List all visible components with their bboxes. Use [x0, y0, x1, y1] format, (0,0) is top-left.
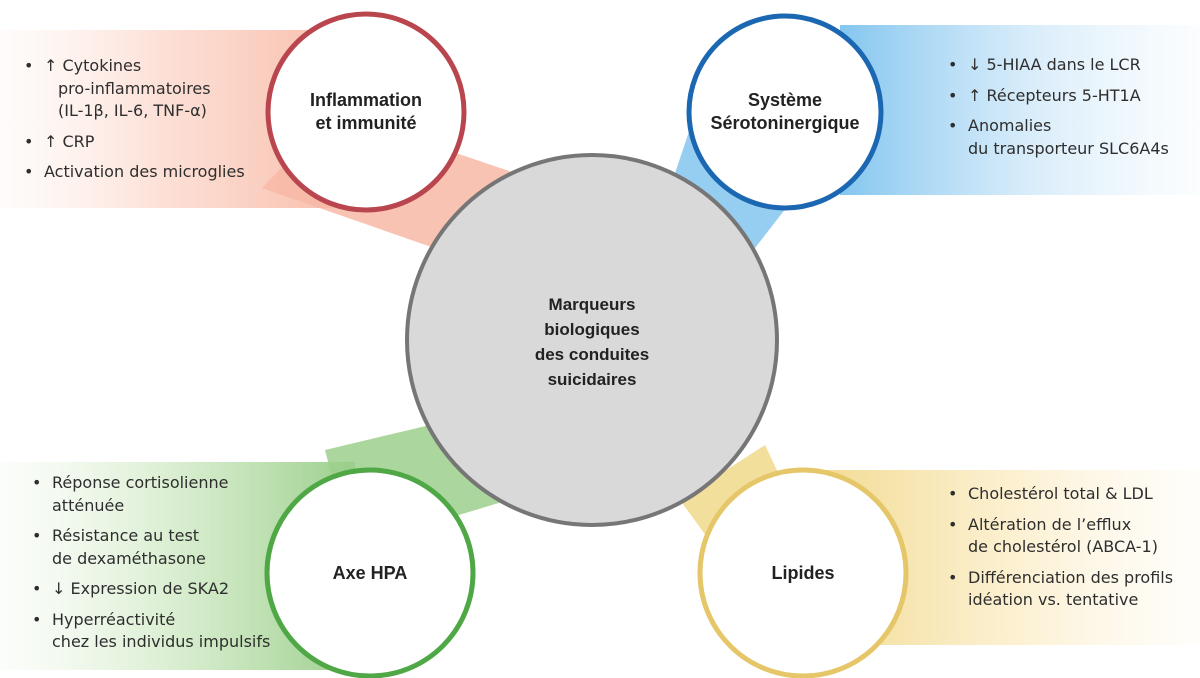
list-item: ↑ Récepteurs 5-HT1A	[946, 85, 1169, 108]
list-item-line: chez les individus impulsifs	[52, 632, 271, 651]
serotonin-title: Système Sérotoninergique	[700, 87, 870, 137]
hpa-title-line: Axe HPA	[332, 562, 408, 583]
center-circle	[405, 153, 779, 527]
inflammation-title-line: et immunité	[315, 113, 417, 133]
list-item: Différenciation des profils idéation vs.…	[946, 567, 1173, 612]
inflammation-title: Inflammation et immunité	[276, 87, 456, 137]
list-item-line: Anomalies	[968, 116, 1052, 135]
list-item-line: pro-inflammatoires	[58, 78, 211, 98]
list-item-line: Différenciation des profils	[968, 567, 1174, 587]
hpa-title: Axe HPA	[300, 560, 440, 586]
hpa-circle	[264, 467, 476, 678]
list-item: Cholestérol total & LDL	[946, 483, 1173, 506]
center-label-line: suicidaires	[547, 370, 637, 389]
list-item: ↓ Expression de SKA2	[30, 578, 270, 601]
list-item-line: ↓ 5-HIAA dans le LCR	[968, 55, 1141, 74]
list-item: ↑ Cytokines pro-inflammatoires (IL-1β, I…	[22, 55, 245, 123]
center-label-line: des conduites	[534, 345, 650, 364]
lipids-bullets: Cholestérol total & LDL Altération de l’…	[946, 483, 1173, 620]
serotonin-bullets: ↓ 5-HIAA dans le LCR ↑ Récepteurs 5-HT1A…	[946, 54, 1169, 168]
list-item-line: ↑ CRP	[44, 131, 95, 151]
list-item: Hyperréactivité chez les individus impul…	[30, 609, 270, 654]
list-item-line: Réponse cortisolienne	[52, 473, 229, 492]
list-item: ↓ 5-HIAA dans le LCR	[946, 54, 1169, 77]
list-item-line: du transporteur SLC6A4s	[968, 138, 1169, 158]
list-item: Activation des microglies	[22, 161, 245, 184]
lipids-title-line: Lipides	[771, 562, 835, 583]
serotonin-title-line: Sérotoninergique	[710, 113, 860, 133]
inflammation-circle	[265, 11, 467, 213]
list-item-line: ↑ Récepteurs 5-HT1A	[968, 85, 1141, 105]
list-item-line: idéation vs. tentative	[968, 590, 1139, 609]
list-item-line: ↓ Expression de SKA2	[52, 579, 230, 598]
list-item-line: Altération de l’efflux	[968, 514, 1132, 534]
lipids-circle	[697, 467, 909, 678]
list-item-line: de cholestérol (ABCA-1)	[968, 537, 1158, 556]
inflammation-title-line: Inflammation	[309, 90, 422, 110]
center-label-line: Marqueurs	[548, 295, 636, 314]
list-item-line: Résistance au test	[52, 526, 200, 545]
list-item-line: (IL-1β, IL-6, TNF-α)	[58, 101, 207, 120]
list-item-line: Cholestérol total & LDL	[968, 484, 1153, 503]
list-item: Résistance au test de dexaméthasone	[30, 525, 270, 570]
center-label: Marqueurs biologiques des conduites suic…	[492, 290, 692, 394]
list-item: Réponse cortisolienne atténuée	[30, 472, 270, 517]
list-item: Altération de l’efflux de cholestérol (A…	[946, 514, 1173, 559]
lipids-title: Lipides	[743, 560, 863, 586]
list-item-line: ↑ Cytokines	[44, 56, 142, 75]
list-item-line: Hyperréactivité	[52, 609, 176, 629]
list-item-line: Activation des microglies	[44, 162, 245, 181]
serotonin-circle	[686, 13, 884, 211]
list-item: ↑ CRP	[22, 131, 245, 154]
inflammation-bullets: ↑ Cytokines pro-inflammatoires (IL-1β, I…	[22, 55, 245, 192]
hpa-bullets: Réponse cortisolienne atténuée Résistanc…	[30, 472, 270, 662]
list-item: Anomalies du transporteur SLC6A4s	[946, 115, 1169, 160]
list-item-line: de dexaméthasone	[52, 548, 206, 568]
list-item-line: atténuée	[52, 495, 125, 515]
center-label-line: biologiques	[544, 320, 640, 339]
serotonin-title-line: Système	[747, 90, 823, 110]
